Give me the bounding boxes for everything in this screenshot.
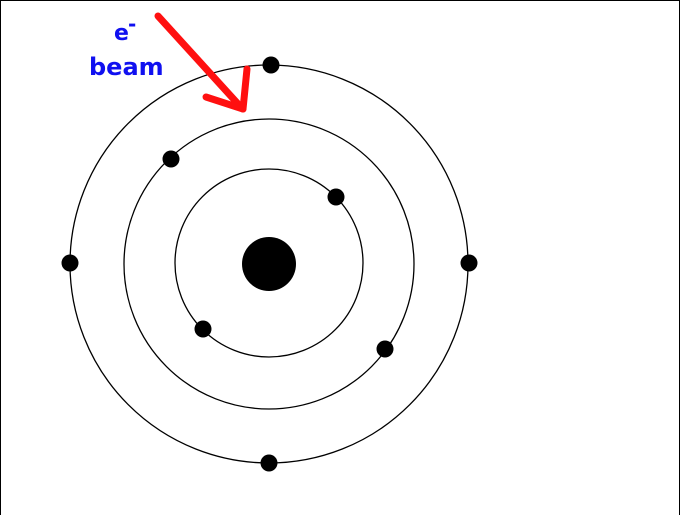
label-word: beam — [89, 53, 164, 81]
electrons — [61, 56, 478, 472]
orbit-inner — [174, 168, 364, 358]
electron-inner-1 — [327, 188, 345, 206]
electron-outer-left — [61, 254, 79, 272]
electron-outer-right — [460, 254, 478, 272]
electron-outer-bottom — [260, 454, 278, 472]
electron-outer-top — [262, 56, 280, 74]
label-symbol: e — [114, 21, 129, 46]
electron-inner-2 — [194, 320, 212, 338]
electron-middle-1 — [162, 150, 180, 168]
beam-arrow — [154, 12, 251, 113]
orbit-middle — [123, 118, 415, 410]
label-superscript: - — [128, 12, 136, 36]
nucleus — [242, 237, 296, 291]
electron-middle-2 — [376, 340, 394, 358]
beam-label: e - beam — [89, 12, 164, 81]
